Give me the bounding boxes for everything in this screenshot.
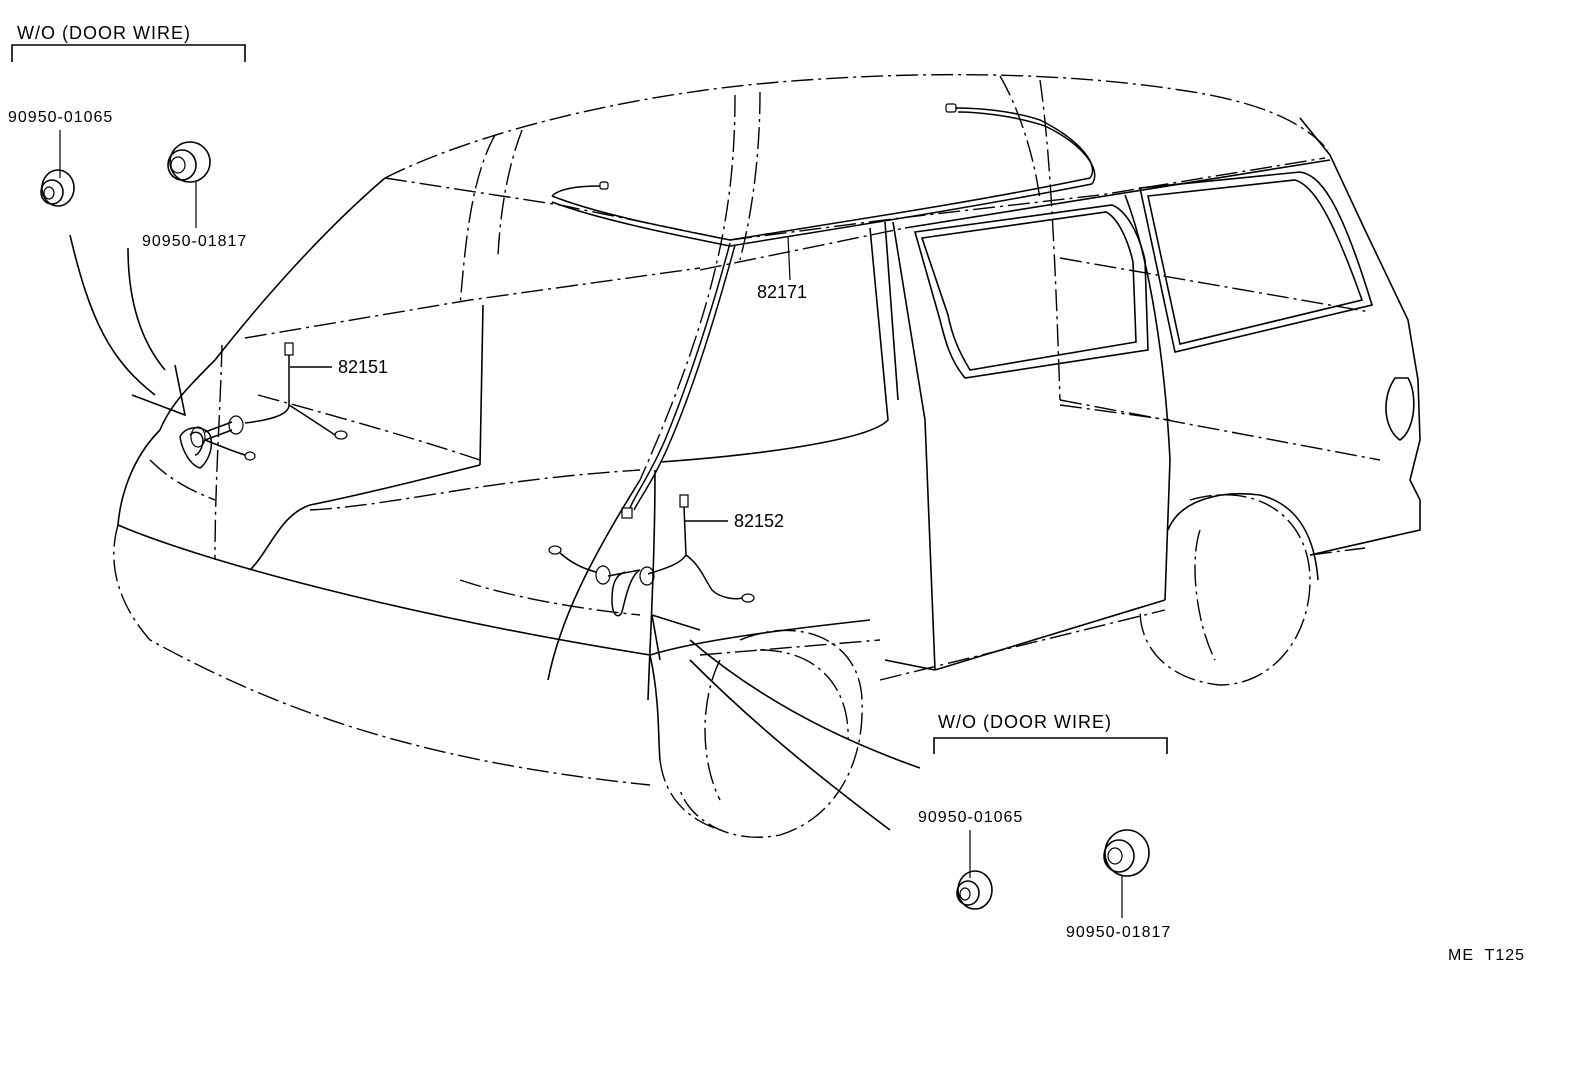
figure-code: ME T125 bbox=[1448, 947, 1525, 964]
group-bottom-right: W/O (DOOR WIRE) 90950-01065 90950-01817 bbox=[918, 712, 1171, 941]
grommet-large-icon bbox=[1103, 829, 1150, 877]
part-number: 82152 bbox=[734, 511, 784, 531]
part-number: 82171 bbox=[757, 282, 807, 302]
group-title: W/O (DOOR WIRE) bbox=[938, 712, 1112, 732]
part-number: 90950-01065 bbox=[8, 109, 113, 126]
part-number: 90950-01065 bbox=[918, 809, 1023, 826]
group-top-left: W/O (DOOR WIRE) 90950-01065 90950-01817 bbox=[8, 23, 247, 250]
part-number: 90950-01817 bbox=[142, 233, 247, 250]
part-number: 90950-01817 bbox=[1066, 924, 1171, 941]
arrow-to-side-door bbox=[650, 613, 921, 831]
van-body bbox=[113, 73, 1421, 838]
callout-back-door-wire: 82151 bbox=[290, 357, 388, 377]
callout-roof-wire: 82171 bbox=[757, 235, 807, 302]
grommet-small-icon bbox=[956, 870, 993, 910]
roof-wire-harness bbox=[551, 103, 1096, 519]
grommet-large-icon bbox=[167, 141, 211, 183]
grommet-small-icon bbox=[40, 169, 75, 207]
callout-side-door-wire: 82152 bbox=[685, 511, 784, 531]
group-title: W/O (DOOR WIRE) bbox=[17, 23, 191, 43]
part-number: 82151 bbox=[338, 357, 388, 377]
side-door-wire-harness bbox=[548, 494, 755, 617]
arrow-to-back-door bbox=[69, 234, 187, 417]
back-door-wire-harness bbox=[179, 342, 348, 469]
